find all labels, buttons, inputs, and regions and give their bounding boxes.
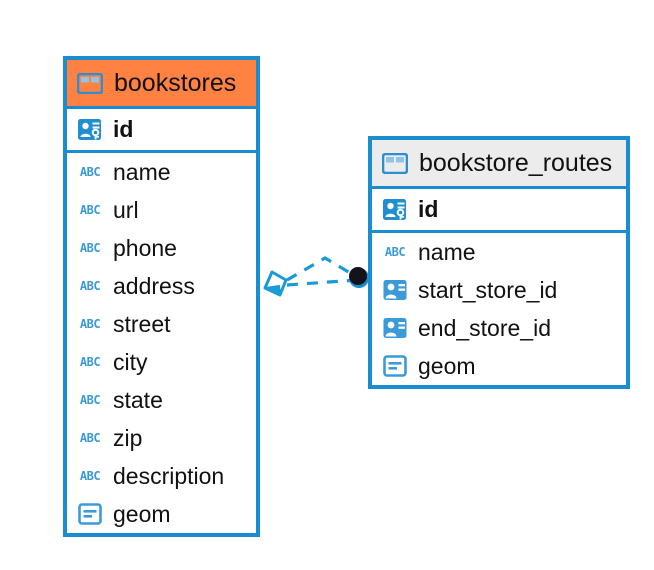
string-abc-icon: ABC xyxy=(384,245,406,259)
string-abc-icon: ABC xyxy=(79,203,101,217)
field-row-address[interactable]: ABC address xyxy=(67,267,256,305)
relationship-line-lower xyxy=(286,278,358,287)
rhombus-marker xyxy=(263,270,288,297)
field-row-geom[interactable]: geom xyxy=(372,347,626,385)
field-row-street[interactable]: ABC street xyxy=(67,305,256,343)
string-abc-icon: ABC xyxy=(79,393,101,407)
entity-bookstores[interactable]: bookstores id xyxy=(63,56,260,537)
entity-title-bookstore-routes: bookstore_routes xyxy=(419,148,613,177)
entity-title-bookstores: bookstores xyxy=(114,68,237,97)
field-row-end-store-id[interactable]: end_store_id xyxy=(372,309,626,347)
string-abc-icon: ABC xyxy=(79,241,101,255)
geometry-icon xyxy=(77,501,103,527)
field-label: street xyxy=(113,310,171,337)
field-label: description xyxy=(113,462,225,489)
entity-bookstore-routes[interactable]: bookstore_routes id xyxy=(368,136,630,389)
field-label: state xyxy=(113,386,163,413)
string-abc-icon: ABC xyxy=(79,165,101,179)
entity-header-bookstores[interactable]: bookstores xyxy=(67,60,256,106)
geometry-icon xyxy=(382,353,408,379)
field-row-id[interactable]: id xyxy=(67,109,256,153)
foreign-key-icon xyxy=(382,277,408,303)
table-icon xyxy=(382,150,408,176)
field-row-name[interactable]: ABC name xyxy=(372,233,626,271)
field-row-description[interactable]: ABC description xyxy=(67,457,256,495)
entity-field-list-bookstores: id ABC name ABC url ABC phone ABC addres… xyxy=(67,106,256,533)
primary-key-icon xyxy=(382,197,408,223)
entity-header-bookstore-routes[interactable]: bookstore_routes xyxy=(372,140,626,186)
field-label: geom xyxy=(418,352,476,379)
field-label: id xyxy=(113,116,134,142)
field-label: address xyxy=(113,272,195,299)
field-row-state[interactable]: ABC state xyxy=(67,381,256,419)
table-icon xyxy=(77,70,103,96)
field-label: phone xyxy=(113,234,177,261)
string-abc-icon: ABC xyxy=(79,279,101,293)
field-row-id[interactable]: id xyxy=(372,189,626,233)
field-row-phone[interactable]: ABC phone xyxy=(67,229,256,267)
entity-field-list-bookstore-routes: id ABC name start_store_id xyxy=(372,186,626,385)
field-row-geom[interactable]: geom xyxy=(67,495,256,533)
field-row-name[interactable]: ABC name xyxy=(67,153,256,191)
field-row-url[interactable]: ABC url xyxy=(67,191,256,229)
string-abc-icon: ABC xyxy=(79,469,101,483)
field-row-start-store-id[interactable]: start_store_id xyxy=(372,271,626,309)
field-row-city[interactable]: ABC city xyxy=(67,343,256,381)
field-label: city xyxy=(113,348,148,375)
string-abc-icon: ABC xyxy=(79,317,101,331)
field-label: start_store_id xyxy=(418,276,558,303)
field-label: name xyxy=(418,238,476,265)
foreign-key-icon xyxy=(382,315,408,341)
string-abc-icon: ABC xyxy=(79,431,101,445)
filled-circle-marker xyxy=(349,267,369,288)
field-label: url xyxy=(113,196,139,223)
primary-key-icon xyxy=(77,117,103,143)
relationship-line-upper xyxy=(286,256,358,282)
field-label: zip xyxy=(113,424,143,451)
string-abc-icon: ABC xyxy=(79,355,101,369)
field-label: end_store_id xyxy=(418,314,551,341)
field-label: id xyxy=(418,196,439,222)
field-label: name xyxy=(113,158,171,185)
field-row-zip[interactable]: ABC zip xyxy=(67,419,256,457)
field-label: geom xyxy=(113,500,171,527)
